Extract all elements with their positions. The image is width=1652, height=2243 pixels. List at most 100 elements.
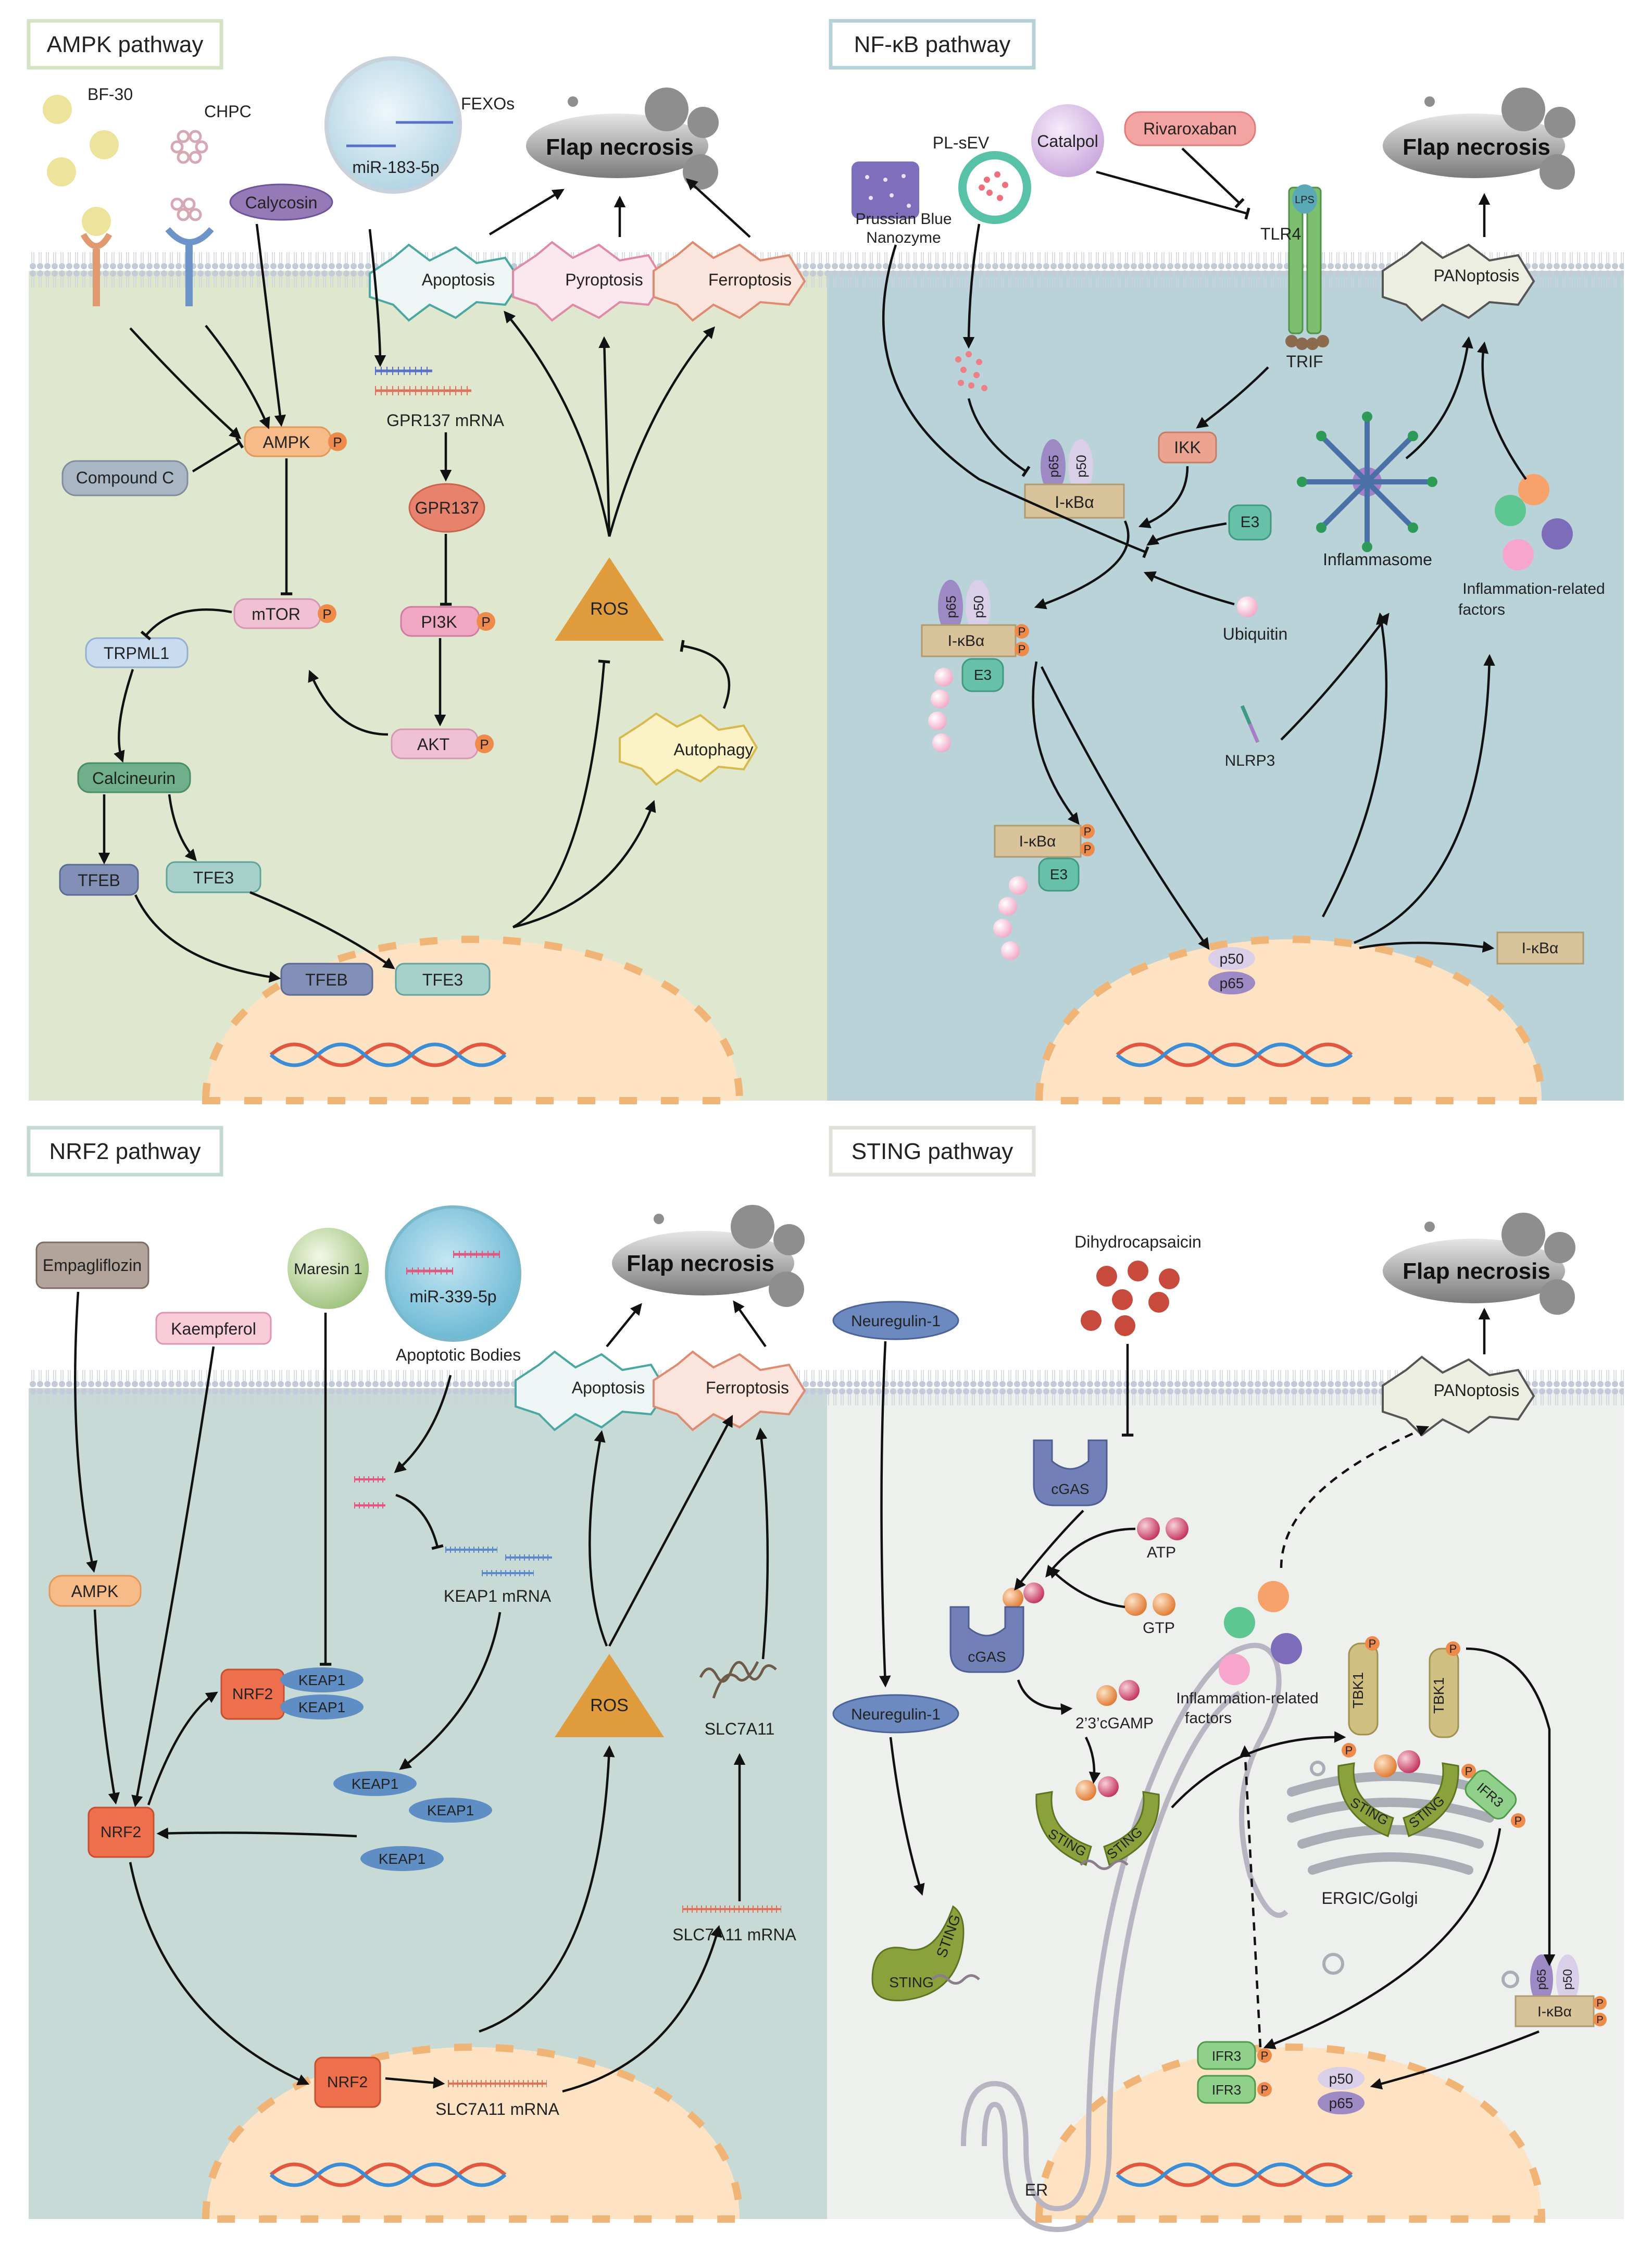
rivaroxaban-label: Rivaroxaban [1143, 119, 1237, 138]
cgamp-label: 2’3’cGAMP [1075, 1715, 1154, 1732]
sting-label-1: STING [889, 1974, 934, 1990]
keap1-free-1 [333, 1771, 417, 1796]
pi3k-p: P [481, 614, 490, 630]
slc7a11-protein [699, 1661, 777, 1699]
slc7a11-mrna-label-nuc: SLC7A11 mRNA [435, 2100, 559, 2119]
nrf2-label-nuc: NRF2 [327, 2074, 368, 2091]
ikba-complex-sting: p65 p50 I-κBα P P [1515, 1954, 1607, 2027]
neuregulin-node-2 [832, 1694, 959, 1734]
ros-triangle-nrf2 [555, 1654, 664, 1737]
nrf2-node-nuc [314, 2057, 381, 2108]
title-sting: STING pathway [852, 1139, 1013, 1164]
ampk-pathway: BF-30 CHPC Calycosin miR-183-5p FEXOs [43, 56, 806, 996]
ros-label-ampk: ROS [590, 599, 629, 619]
ferroptosis-label: Ferroptosis [708, 270, 792, 289]
svg-text:P: P [1084, 843, 1092, 856]
maresin-label: Maresin 1 [294, 1261, 362, 1278]
tfe3-label-nuc: TFE3 [422, 970, 463, 989]
svg-text:E3: E3 [974, 667, 992, 683]
er-structure [961, 1642, 1288, 2233]
svg-text:IFR3: IFR3 [1212, 2082, 1241, 2098]
ampk-node-nrf2 [48, 1575, 142, 1607]
ikk-label: IKK [1174, 438, 1201, 457]
golgi-label: ERGIC/Golgi [1322, 1889, 1418, 1908]
svg-text:KEAP1: KEAP1 [379, 1851, 425, 1867]
catalpol-label: Catalpol [1037, 132, 1098, 151]
compound-c-label: Compound C [76, 468, 174, 487]
p65-nuc [1208, 971, 1255, 994]
atp-label: ATP [1147, 1544, 1176, 1561]
cgas-node-2 [949, 1606, 1024, 1673]
tfe3-node-cyto [166, 861, 261, 893]
apoptotic-bodies-label: Apoptotic Bodies [396, 1345, 521, 1364]
infl-label-2: factors [1458, 601, 1505, 618]
apoptosis-label: Apoptosis [572, 1378, 645, 1397]
compound-c-node [61, 460, 189, 496]
svg-text:P: P [1596, 2014, 1603, 2026]
gtp-label: GTP [1143, 1619, 1175, 1637]
dna-nrf2 [269, 2162, 507, 2187]
svg-text:P: P [1596, 1998, 1603, 2009]
apoptosis-star-nrf2: Apoptosis [515, 1350, 668, 1431]
keap1-free-3 [360, 1846, 444, 1871]
receptor-2 [165, 227, 214, 306]
ferroptosis-star-nrf2: Ferroptosis [653, 1350, 806, 1431]
membrane-top [29, 249, 1624, 288]
slc7a11-label: SLC7A11 [705, 1719, 775, 1738]
ferroptosis-star: Ferroptosis [653, 241, 806, 322]
prussian-label-2: Nanozyme [866, 229, 941, 246]
calycosin-label: Calycosin [245, 193, 318, 212]
inflammation-factors-nfkb [1495, 474, 1573, 570]
ferroptosis-label: Ferroptosis [706, 1378, 789, 1397]
nfkb-pathway: Prussian Blue Nanozyme PL-sEV Catalpol R… [852, 88, 1605, 994]
mtor-label: mTOR [252, 605, 301, 624]
chpc-ring [170, 130, 208, 221]
apoptosis-label: Apoptosis [422, 270, 495, 289]
panoptosis-label-sting: PANoptosis [1434, 1381, 1520, 1400]
nrf2-label-complex: NRF2 [232, 1686, 273, 1703]
svg-text:P: P [1261, 2083, 1269, 2096]
bf30-particles [43, 95, 119, 236]
sting-active: STING STING [1035, 1776, 1160, 1870]
p50-nuc [1208, 947, 1255, 970]
gpr137-mrna-strand [375, 367, 471, 395]
nrf2-arrows [74, 1291, 769, 2093]
membrane-bottom [29, 1367, 1624, 1406]
inflammasome [1297, 412, 1437, 552]
svg-text:p50: p50 [971, 595, 986, 618]
tfeb-label-cyto: TFEB [78, 871, 120, 890]
pl-sev-label: PL-sEV [933, 133, 990, 152]
nfkb-arrows [882, 147, 1527, 953]
neuregulin-label-2: Neuregulin-1 [851, 1706, 941, 1723]
prussian-label-1: Prussian Blue [855, 210, 952, 228]
svg-text:P: P [1369, 1637, 1376, 1650]
ampk-p: P [333, 434, 342, 450]
panoptosis-star-sting [1382, 1355, 1535, 1437]
chpc-label: CHPC [204, 102, 252, 121]
title-ampk: AMPK pathway [47, 32, 204, 57]
flap-necrosis-label: Flap necrosis [1403, 1258, 1550, 1284]
ampk-phospho [328, 432, 347, 451]
svg-text:p50: p50 [1220, 951, 1244, 967]
svg-text:KEAP1: KEAP1 [298, 1699, 345, 1715]
svg-text:IFR3: IFR3 [1212, 2048, 1241, 2064]
kaempferol-label: Kaempferol [171, 1319, 256, 1338]
dna-sting [1116, 2162, 1353, 2187]
flap-necrosis-ampk: Flap necrosis [526, 88, 719, 190]
dna-helices [269, 1042, 1353, 2187]
mtor-phospho [318, 604, 336, 623]
trpml1-node [85, 637, 189, 668]
sting-arrows [879, 1307, 1556, 2090]
dihydrocapsaicin-balls [1081, 1261, 1180, 1336]
ikba-label-4: I-κBα [1522, 940, 1559, 957]
dna-nfkb [1116, 1042, 1353, 1067]
keap1-mrna-strand [445, 1547, 552, 1576]
ifr3-node-2 [1197, 2075, 1256, 2104]
tlr4-receptor: LPS [1285, 184, 1329, 350]
ikba-label-2: I-κBα [948, 632, 985, 650]
flap-necrosis-label: Flap necrosis [1403, 134, 1550, 160]
ikba-complex-3: I-κBα P P E3 [993, 824, 1095, 960]
inflammation-factors-sting [1219, 1581, 1302, 1685]
tfe3-label-cyto: TFE3 [193, 868, 234, 887]
fexos-label: FEXOs [461, 94, 515, 113]
